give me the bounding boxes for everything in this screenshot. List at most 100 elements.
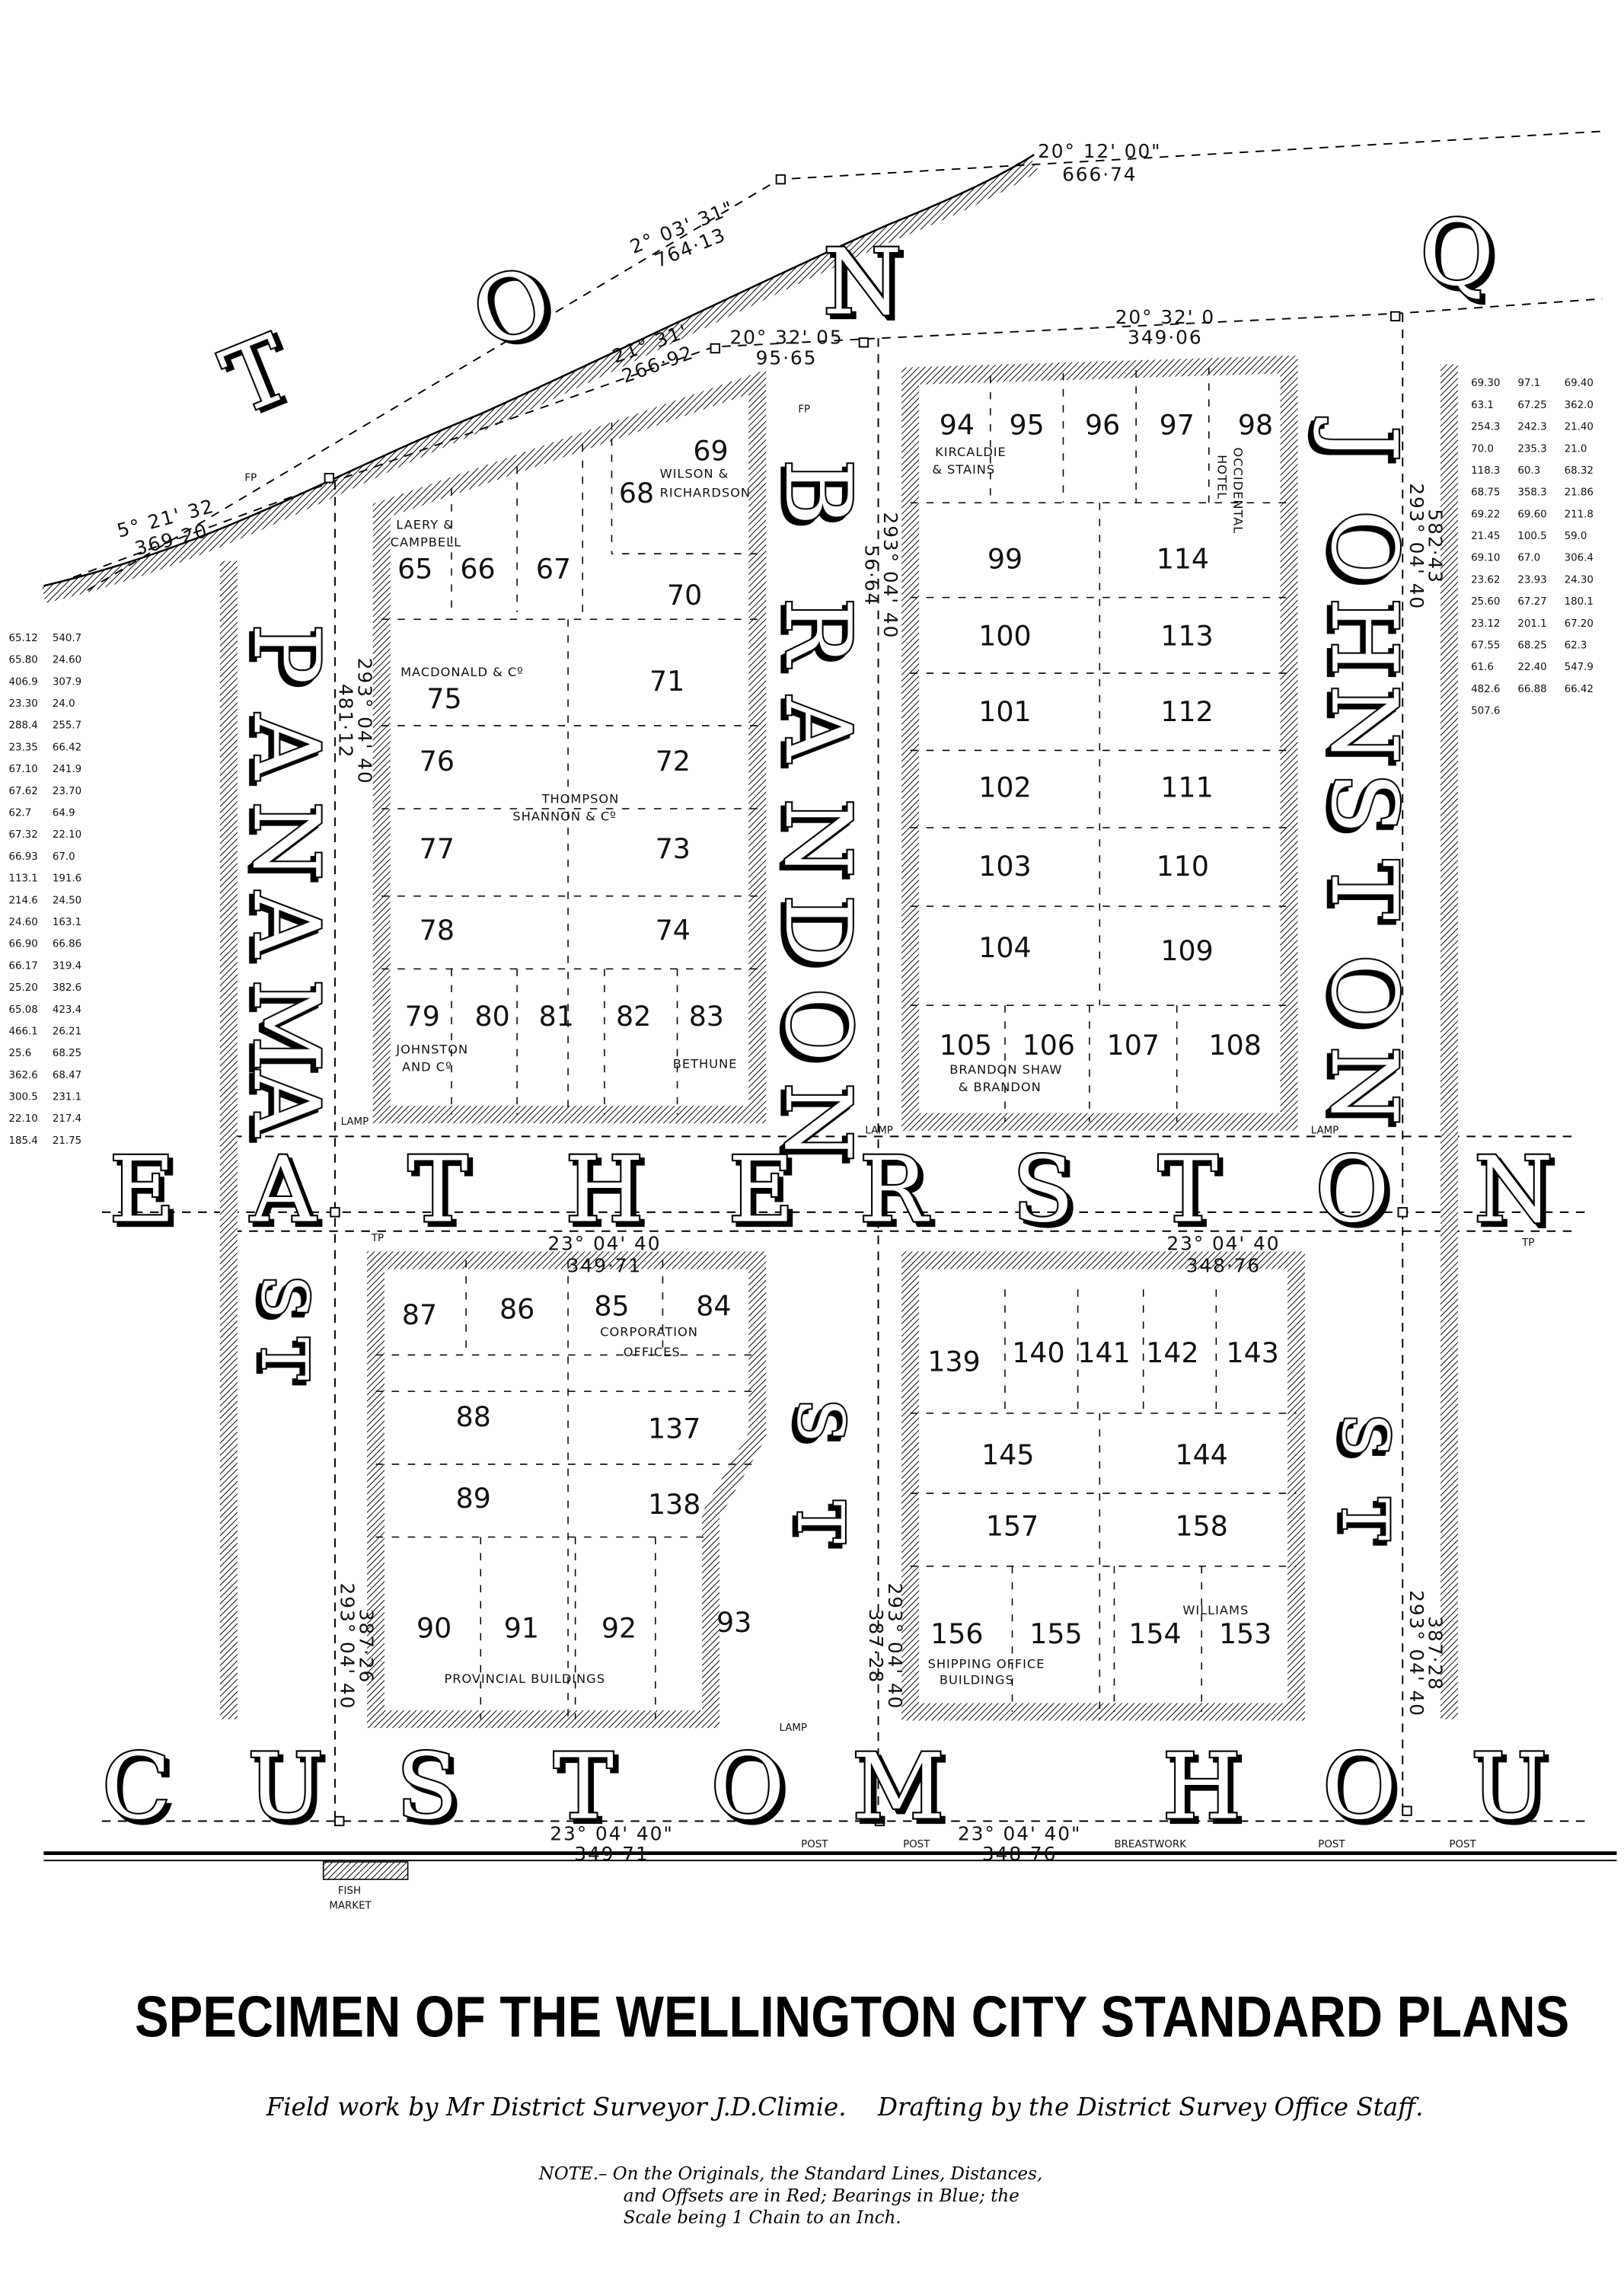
bearing-label: 293° 04' 40 bbox=[337, 1583, 359, 1710]
street-letter: P bbox=[234, 624, 339, 685]
lot-number: 83 bbox=[689, 1000, 724, 1033]
offset-figure: 254.3 bbox=[1471, 422, 1500, 433]
lot-number: 96 bbox=[1085, 408, 1120, 441]
street-letter: N bbox=[1311, 1046, 1416, 1125]
street-name-panama: P A N A M A S T bbox=[232, 622, 340, 1382]
distance-label: 95·65 bbox=[756, 346, 818, 369]
bearing-label: 23° 04' 40 bbox=[1166, 1233, 1280, 1255]
lot-number: 111 bbox=[1160, 771, 1213, 804]
offset-figure: 66.42 bbox=[53, 742, 81, 753]
lot-number: 144 bbox=[1176, 1438, 1228, 1471]
offset-figure: 300.5 bbox=[8, 1092, 37, 1103]
street-name-featherston: E A T H E R S T O N bbox=[107, 1135, 1554, 1244]
plan-note-line: Scale being 1 Chain to an Inch. bbox=[624, 2208, 901, 2227]
owner-label: CAMPBELL bbox=[391, 535, 461, 550]
offset-figure: 67.55 bbox=[1471, 640, 1500, 652]
fp-label: FP bbox=[244, 473, 257, 484]
street-letter: S bbox=[1013, 1137, 1074, 1242]
offset-figure: 66.90 bbox=[8, 939, 37, 950]
owner-label: PROVINCIAL BUILDINGS bbox=[444, 1671, 605, 1686]
fish-market-label: MARKET bbox=[329, 1900, 372, 1911]
lot-number: 141 bbox=[1077, 1336, 1130, 1369]
bearing-label: 20° 12' 00" bbox=[1038, 140, 1161, 162]
offset-figure: 482.6 bbox=[1471, 684, 1500, 695]
shoreline bbox=[41, 153, 1039, 603]
owner-label: KIRCALDIE bbox=[935, 445, 1007, 459]
tp-label: TP bbox=[371, 1233, 384, 1244]
offset-figure: 66.86 bbox=[53, 939, 81, 950]
offset-figure: 23.35 bbox=[8, 742, 37, 753]
lot-number: 69 bbox=[693, 435, 728, 468]
offset-figure: 68.25 bbox=[53, 1048, 81, 1059]
lot-number: 80 bbox=[474, 1000, 509, 1033]
offset-figure: 255.7 bbox=[53, 720, 81, 732]
owner-label: SHIPPING OFFICE bbox=[928, 1657, 1045, 1671]
offset-figure: 65.80 bbox=[8, 655, 37, 666]
street-letter: U bbox=[1471, 1735, 1547, 1840]
street-letter: A bbox=[234, 1070, 339, 1137]
lot-number: 65 bbox=[397, 553, 432, 586]
plan-credit: Field work by Mr District Surveyor J.D.C… bbox=[266, 2093, 1424, 2122]
offset-figure: 69.22 bbox=[1471, 509, 1500, 520]
lot-number: 101 bbox=[978, 695, 1031, 728]
lot-number: 66 bbox=[460, 553, 495, 586]
offset-figure: 67.25 bbox=[1517, 400, 1546, 411]
distance-label: 481·12 bbox=[335, 684, 357, 758]
lot-number: 153 bbox=[1219, 1617, 1271, 1650]
street-letter: O bbox=[1311, 510, 1416, 584]
offset-figure: 24.50 bbox=[53, 895, 81, 906]
lamp-label: LAMP bbox=[779, 1722, 807, 1734]
owner-label: HOTEL bbox=[1214, 455, 1229, 500]
owner-label: & STAINS bbox=[932, 462, 995, 477]
street-letter: N bbox=[1474, 1137, 1553, 1242]
offset-figure: 185.4 bbox=[8, 1135, 37, 1147]
offset-figure: 69.10 bbox=[1471, 553, 1500, 564]
distance-label: 348·76 bbox=[982, 1843, 1057, 1865]
lot-number: 86 bbox=[499, 1293, 534, 1326]
offset-figure: 69.40 bbox=[1565, 378, 1594, 389]
street-letter: N bbox=[1311, 685, 1416, 764]
lot-number: 67 bbox=[536, 553, 571, 586]
owner-label: RICHARDSON bbox=[660, 486, 751, 500]
lot-number: 105 bbox=[940, 1029, 992, 1062]
breastwork-label: BREASTWORK bbox=[1114, 1839, 1187, 1850]
offset-figure: 69.30 bbox=[1471, 378, 1500, 389]
distance-label: 348·76 bbox=[1186, 1254, 1261, 1276]
street-letter: O bbox=[765, 988, 870, 1062]
lot-number: 143 bbox=[1227, 1336, 1279, 1369]
offset-figure: 217.4 bbox=[53, 1113, 81, 1125]
offset-figure: 24.30 bbox=[1565, 574, 1594, 586]
lot-number: 137 bbox=[648, 1412, 700, 1445]
street-letter: A bbox=[234, 714, 339, 781]
offset-figure: 68.47 bbox=[53, 1070, 81, 1081]
offset-figure: 191.6 bbox=[53, 873, 81, 885]
offset-figure: 66.93 bbox=[8, 851, 37, 863]
offset-figure: 68.25 bbox=[1517, 640, 1546, 652]
offset-figure: 24.60 bbox=[8, 917, 37, 928]
owner-label: OCCIDENTAL bbox=[1230, 448, 1245, 535]
offset-figure: 235.3 bbox=[1517, 443, 1546, 455]
street-name-customhouse: C U S T O M H O U bbox=[101, 1733, 1549, 1841]
street-letter: O bbox=[1315, 1137, 1389, 1242]
offset-figure: 68.32 bbox=[1565, 465, 1594, 477]
distance-label: 387·28 bbox=[865, 1609, 887, 1684]
lot-number: 74 bbox=[656, 914, 691, 947]
street-letter: N bbox=[234, 801, 339, 880]
offset-figure: 23.93 bbox=[1517, 574, 1546, 586]
offset-figure: 97.1 bbox=[1517, 378, 1540, 389]
offset-figure: 211.8 bbox=[1565, 509, 1594, 520]
bearing-label: 23° 04' 40" bbox=[958, 1822, 1081, 1844]
offset-figure: 64.9 bbox=[53, 808, 75, 819]
fish-market-label: FISH bbox=[338, 1885, 361, 1897]
lot-number: 142 bbox=[1146, 1336, 1198, 1369]
street-letter: T bbox=[1311, 860, 1416, 920]
lot-number: 71 bbox=[649, 665, 684, 698]
offset-figure: 21.45 bbox=[1471, 531, 1500, 542]
street-letter: T bbox=[554, 1735, 614, 1840]
lot-number: 157 bbox=[986, 1510, 1039, 1543]
offset-figure: 60.3 bbox=[1517, 465, 1540, 477]
offset-figure: 23.30 bbox=[8, 698, 37, 710]
lot-number: 107 bbox=[1107, 1029, 1160, 1062]
street-letter: T bbox=[1328, 1498, 1402, 1540]
